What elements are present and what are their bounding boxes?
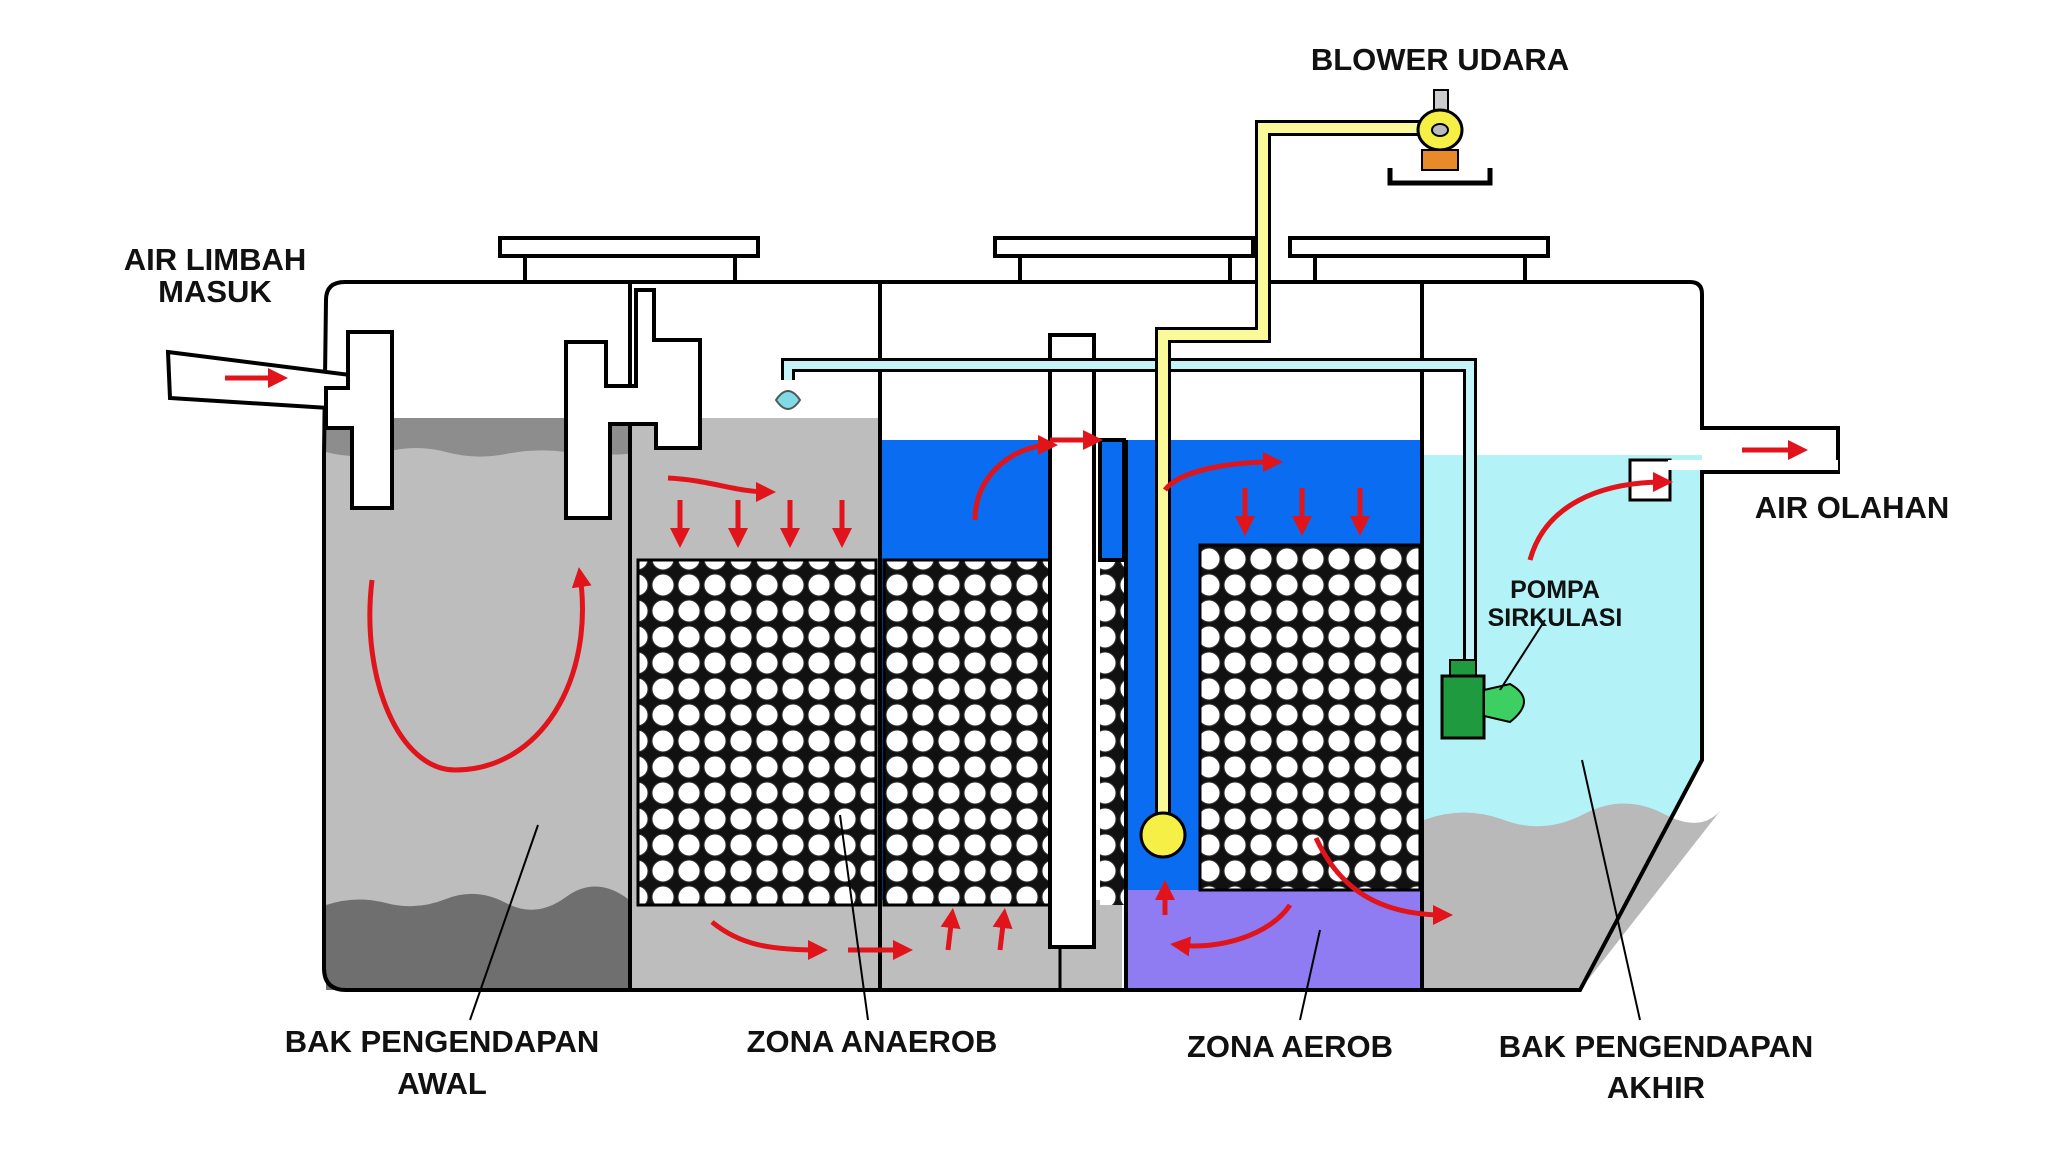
flow-arrow-icon [972, 435, 1058, 521]
flow-arrows [225, 368, 1808, 960]
aerobic-zone-bottom [1128, 890, 1468, 990]
label-air-limbah-masuk-2: MASUK [158, 274, 272, 309]
flow-arrow-icon [1170, 903, 1293, 957]
blower-icon [1387, 89, 1493, 186]
flow-arrow-icon [710, 920, 828, 960]
spray-nozzle-icon [774, 390, 802, 410]
final-sludge [1424, 803, 1724, 990]
flow-arrow-icon [992, 908, 1013, 951]
bio-media [636, 543, 1422, 907]
label-pompa-sirkulasi-1: POMPA [1510, 576, 1600, 604]
label-bak-pengendapan-awal-1: BAK PENGENDAPAN [285, 1024, 600, 1059]
label-zona-aerob: ZONA AEROB [1187, 1029, 1393, 1064]
air-pipe [1139, 120, 1440, 859]
label-pompa-sirkulasi-2: SIRKULASI [1488, 604, 1623, 632]
tank-outline [322, 280, 1840, 992]
flow-arrow-icon [940, 908, 961, 951]
label-bak-pengendapan-awal-2: AWAL [397, 1066, 487, 1101]
leader-lines [469, 619, 1641, 1021]
flow-arrow-icon [1313, 836, 1453, 925]
flow-arrow-icon [1163, 452, 1283, 492]
label-zona-anaerob: ZONA ANAEROB [747, 1024, 998, 1059]
pump-icon [1440, 659, 1525, 740]
label-air-limbah-masuk-1: AIR LIMBAH [124, 242, 307, 277]
labels: AIR LIMBAH MASUK BLOWER UDARA AIR OLAHAN… [124, 42, 1950, 1105]
primary-sludge [326, 886, 628, 990]
label-blower-udara: BLOWER UDARA [1311, 42, 1569, 77]
diffuser-icon [1139, 811, 1187, 859]
label-bak-pengendapan-akhir-1: BAK PENGENDAPAN [1499, 1029, 1814, 1064]
manhole-covers [498, 236, 1550, 284]
flow-arrow-icon [367, 567, 592, 773]
anaerobic-media-1 [636, 558, 878, 907]
baffle-media [1100, 560, 1124, 905]
label-air-olahan: AIR OLAHAN [1755, 490, 1950, 525]
flow-arrow-icon [667, 475, 776, 502]
inlet-pipe [165, 330, 395, 510]
recirculation-pipe [774, 358, 1477, 668]
aerobic-media [1198, 543, 1422, 892]
label-bak-pengendapan-akhir-2: AKHIR [1607, 1070, 1705, 1105]
anaerobic-media-2 [882, 558, 1058, 907]
flow-arrow-icon [1527, 472, 1673, 561]
